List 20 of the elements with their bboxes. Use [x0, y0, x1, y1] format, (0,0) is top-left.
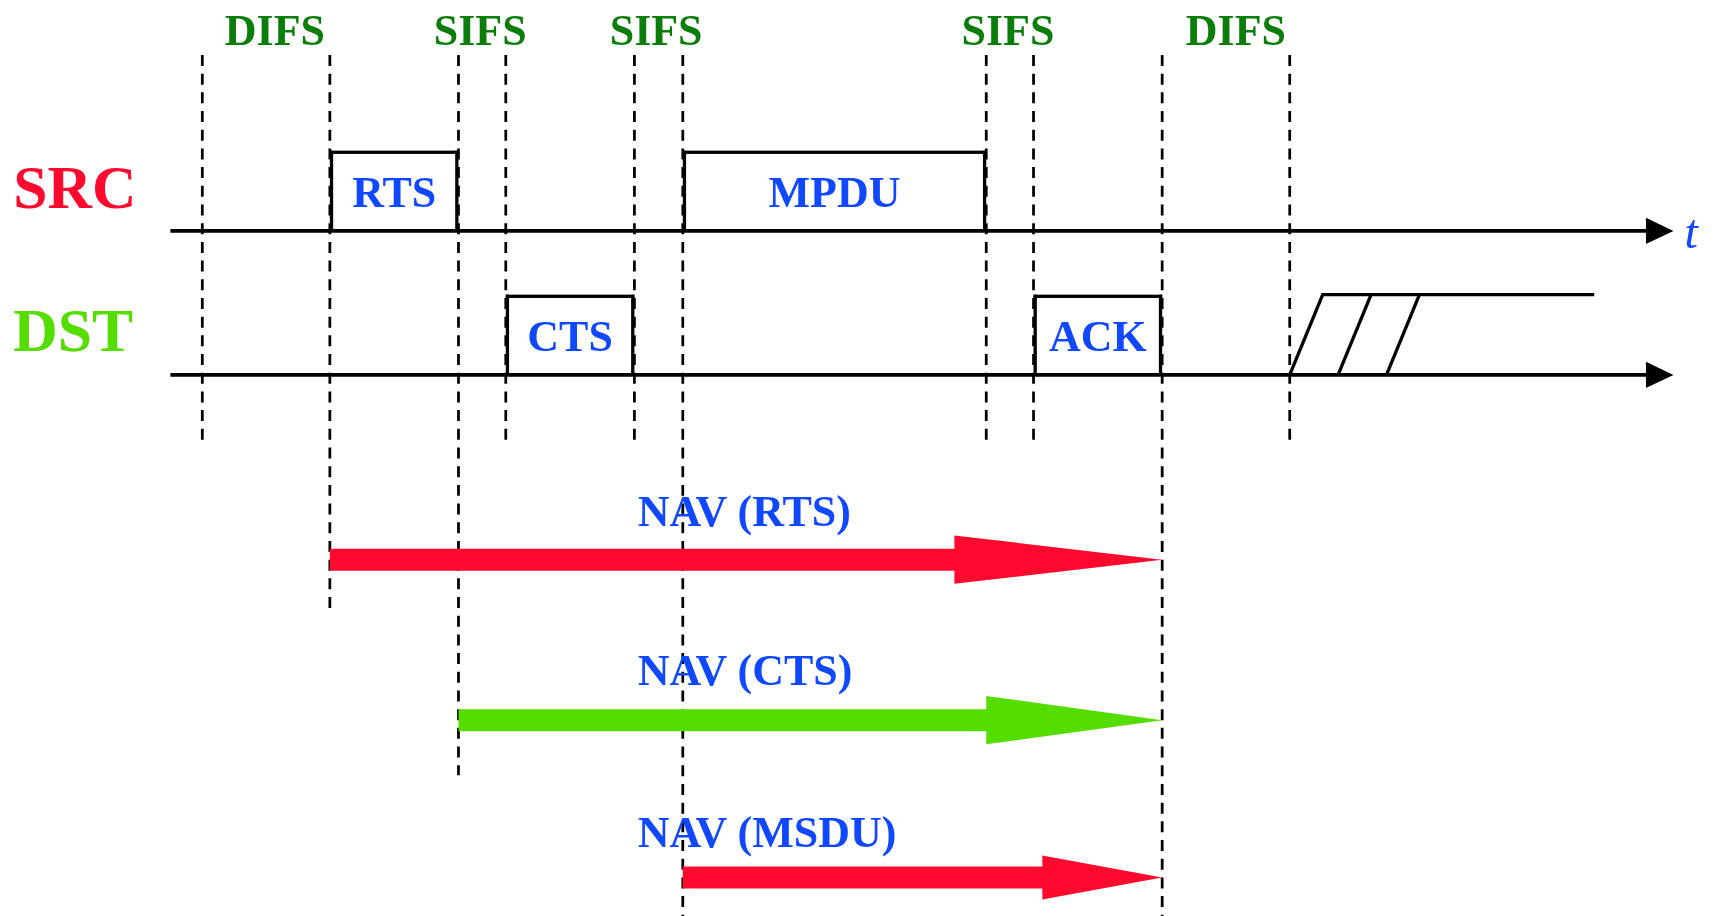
- nav-label: NAV (RTS): [637, 489, 851, 534]
- frame-box: [505, 294, 635, 375]
- interval-label: DIFS: [1185, 8, 1286, 53]
- station-label: DST: [13, 299, 133, 361]
- interval-label: SIFS: [609, 8, 703, 53]
- station-label: SRC: [13, 156, 137, 218]
- nav-label: NAV (MSDU): [637, 810, 897, 855]
- frame-label: RTS: [352, 170, 437, 215]
- frame-box: [682, 150, 987, 231]
- frame-label: MPDU: [768, 170, 901, 215]
- interval-label: SIFS: [433, 8, 527, 53]
- frame-box: [329, 150, 459, 231]
- frame-box: [1033, 294, 1163, 375]
- nav-label: NAV (CTS): [637, 648, 853, 693]
- frame-label: ACK: [1048, 314, 1147, 359]
- axis-label: t: [1684, 208, 1698, 258]
- frame-label: CTS: [527, 314, 613, 359]
- interval-label: DIFS: [224, 8, 326, 53]
- interval-label: SIFS: [961, 8, 1055, 53]
- backoff-window: [1288, 293, 1595, 376]
